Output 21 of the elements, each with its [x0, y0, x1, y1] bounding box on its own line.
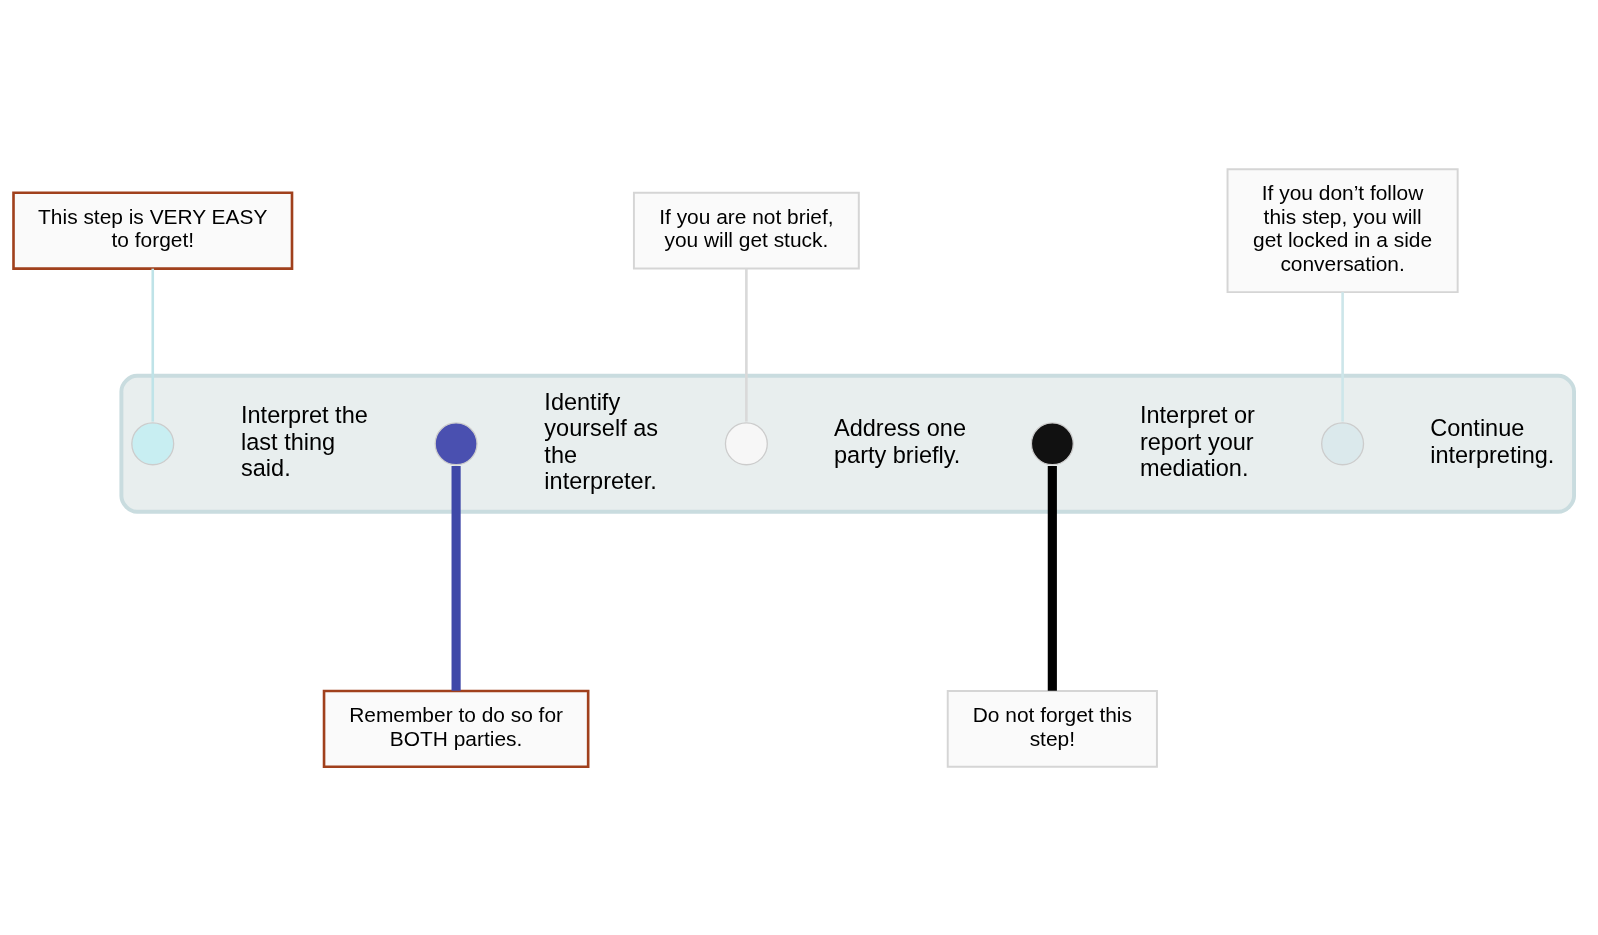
node-box: This step is VERY EASY to forget! — [12, 190, 294, 270]
node-circle — [724, 421, 768, 465]
node-circle — [434, 421, 478, 465]
node-circle — [1030, 421, 1074, 465]
node-box: Do not forget this step! — [946, 689, 1158, 768]
connector — [1341, 291, 1344, 422]
node-circle — [1321, 421, 1365, 465]
node-box: If you are not brief, you will get stuck. — [632, 191, 860, 270]
node-label: Interpret the last thing said. — [241, 401, 368, 481]
node-label: Continue interpreting. — [1430, 414, 1555, 468]
node-label: Identify yourself as the interpreter. — [544, 388, 659, 494]
connector — [1047, 465, 1057, 691]
connector — [151, 268, 155, 422]
node-box: If you don’t follow this step, you will get locked in a side conversation. — [1226, 167, 1459, 293]
connector — [745, 268, 748, 422]
node-label: Interpret or report your mediation. — [1139, 401, 1255, 481]
node-box: Remember to do so for BOTH parties. — [322, 689, 590, 768]
connector — [451, 465, 461, 691]
cluster — [119, 373, 1576, 514]
node-label: Address one party briefly. — [833, 414, 967, 468]
node-circle — [131, 421, 175, 465]
